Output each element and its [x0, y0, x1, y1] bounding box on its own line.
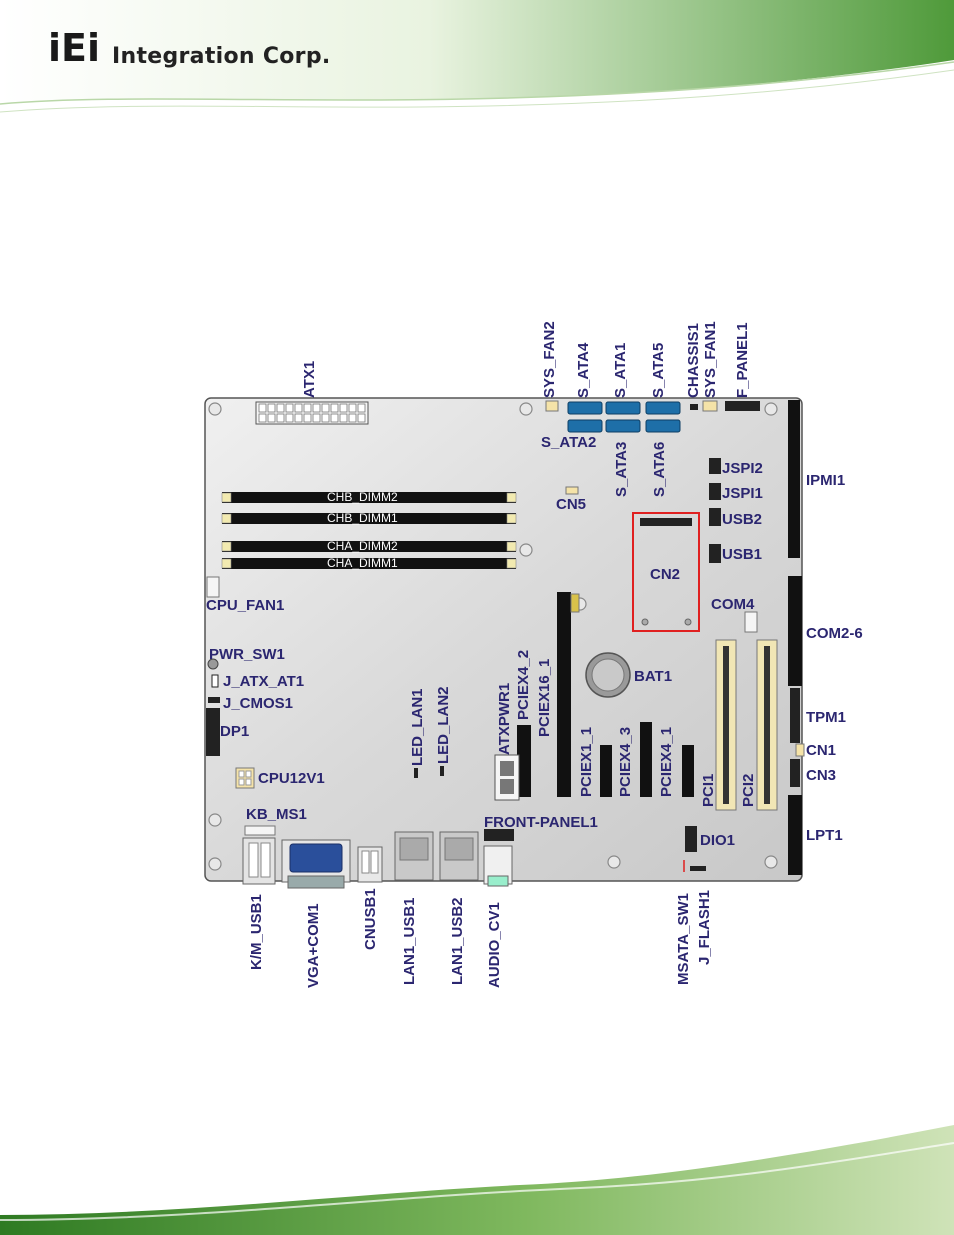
label-s-ata2: S_ATA2	[541, 434, 597, 451]
label-front-panel1: FRONT-PANEL1	[484, 814, 598, 831]
label-pciex16-1: PCIEX16_1	[536, 658, 553, 737]
dimm-label-cha-dimm2: CHA_DIMM2	[327, 539, 398, 553]
dimm-label-chb-dimm1: CHB_DIMM1	[327, 511, 398, 525]
label-chassis1: CHASSIS1	[685, 322, 702, 398]
label-j-cmos1: J_CMOS1	[223, 695, 294, 712]
label-cn1: CN1	[806, 742, 837, 759]
dimm-slots	[221, 492, 517, 569]
atx1-connector	[255, 401, 369, 425]
label-cpu12v1: CPU12V1	[258, 770, 325, 787]
label-pci1: PCI1	[700, 773, 717, 807]
label-com4: COM4	[711, 596, 755, 613]
label-pwr-sw1: PWR_SW1	[209, 646, 285, 663]
pci-slots	[715, 639, 778, 811]
rear-io	[242, 831, 513, 889]
label-f-panel1: F_PANEL1	[734, 322, 751, 398]
lpt1-header	[788, 795, 802, 875]
label-sys-fan2: SYS_FAN2	[541, 321, 558, 398]
label-lan1-usb2: LAN1_USB2	[449, 897, 466, 985]
cn2-minicard	[632, 512, 700, 632]
label-tpm1: TPM1	[806, 709, 847, 726]
label-s-ata5: S_ATA5	[650, 342, 667, 398]
company-logo-text: Integration Corp.	[112, 44, 331, 69]
label-usb1: USB1	[722, 546, 763, 563]
label-cpu-fan1: CPU_FAN1	[206, 597, 285, 614]
label-s-ata6: S_ATA6	[651, 441, 668, 497]
label-dp1: DP1	[220, 723, 250, 740]
label-j-flash1: J_FLASH1	[696, 889, 713, 965]
sata-connectors	[567, 401, 681, 433]
dimm-label-cha-dimm1: CHA_DIMM1	[327, 556, 398, 570]
dimm-label-chb-dimm2: CHB_DIMM2	[327, 490, 398, 504]
label-lan1-usb1: LAN1_USB1	[401, 897, 418, 985]
label-s-ata3: S_ATA3	[613, 441, 630, 497]
label-atxpwr1: ATXPWR1	[496, 682, 513, 755]
bat1-battery	[585, 652, 631, 698]
label-s-ata1: S_ATA1	[612, 342, 629, 398]
label-cn5: CN5	[556, 496, 587, 513]
company-logo-mark: iEi	[48, 26, 101, 70]
label-cnusb1: CNUSB1	[362, 888, 379, 950]
label-dio1: DIO1	[700, 832, 736, 849]
label-pciex4-2: PCIEX4_2	[515, 649, 532, 720]
label-sys-fan1: SYS_FAN1	[702, 321, 719, 398]
label-ipmi1: IPMI1	[806, 472, 846, 489]
com2-6-header	[788, 576, 802, 686]
label-lpt1: LPT1	[806, 827, 843, 844]
label-pciex4-3: PCIEX4_3	[617, 726, 634, 797]
label-msata-sw1: MSATA_SW1	[675, 893, 692, 985]
label-pci2: PCI2	[740, 773, 757, 807]
label-km-usb1: K/M_USB1	[248, 894, 265, 970]
label-usb2: USB2	[722, 511, 763, 528]
label-vga-com1: VGA+COM1	[305, 903, 322, 988]
label-pciex4-1: PCIEX4_1	[658, 726, 675, 797]
label-kb-ms1: KB_MS1	[246, 806, 307, 823]
label-bat1: BAT1	[634, 668, 673, 685]
label-audio-cv1: AUDIO_CV1	[486, 902, 503, 988]
label-led-lan2: LED_LAN2	[435, 686, 452, 764]
j-atx-at1-jumper	[211, 674, 219, 688]
label-pciex1-1: PCIEX1_1	[578, 726, 595, 797]
label-cn3: CN3	[806, 767, 837, 784]
footer-swoosh	[0, 1125, 954, 1235]
header-swoosh	[0, 0, 954, 113]
pcie-latch	[570, 593, 580, 613]
cpu12v1-connector	[235, 767, 255, 789]
label-led-lan1: LED_LAN1	[409, 688, 426, 766]
pcie-slots	[517, 592, 694, 797]
label-j-atx-at1: J_ATX_AT1	[223, 673, 305, 690]
label-atx1: ATX1	[301, 360, 318, 398]
label-s-ata4: S_ATA4	[575, 342, 592, 398]
j-cmos1-jumper	[208, 697, 220, 703]
label-jspi1: JSPI1	[722, 485, 763, 502]
label-com2-6: COM2-6	[806, 625, 863, 642]
label-cn2: CN2	[650, 566, 681, 583]
ipmi1-slot	[788, 400, 800, 558]
label-jspi2: JSPI2	[722, 460, 763, 477]
pwr-sw1-button	[207, 658, 219, 670]
pin-headers	[206, 400, 805, 852]
atxpwr1-connector	[494, 754, 520, 801]
